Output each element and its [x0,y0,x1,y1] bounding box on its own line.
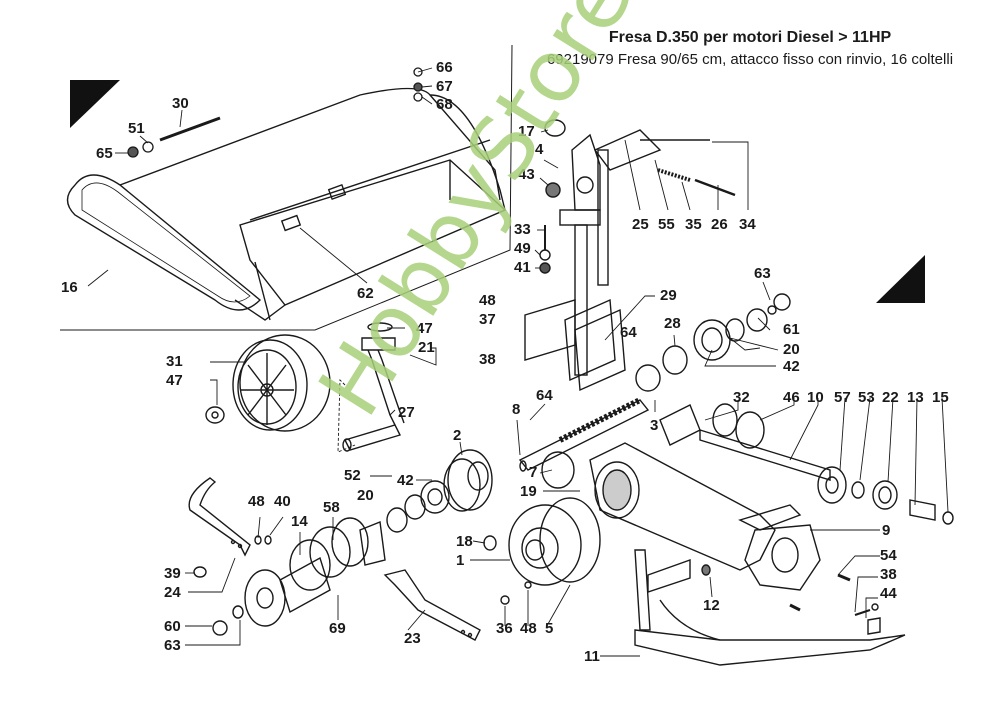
section-divider [60,44,513,331]
callout-9: 9 [882,522,891,539]
callout-29: 29 [660,287,677,304]
callout-23: 23 [404,630,421,647]
callout-20-lower: 20 [357,487,374,504]
callout-14: 14 [291,513,308,530]
depth-skid [634,549,906,666]
callout-69: 69 [329,620,346,637]
diagram-title: Fresa D.350 per motori Diesel > 11HP [608,29,892,46]
callout-43: 43 [518,166,535,183]
callout-30: 30 [172,95,189,112]
callout-64-lower: 64 [536,387,553,404]
height-adjust-lever [539,119,736,376]
callout-63-lower: 63 [164,637,181,654]
callout-58: 58 [323,499,340,516]
callout-48-upper: 48 [479,292,496,309]
callout-32: 32 [733,389,750,406]
diagram-title-block: Fresa D.350 per motori Diesel > 11HP 692… [510,28,990,70]
callout-12: 12 [703,597,720,614]
rotor-hub [212,517,386,636]
callout-44: 44 [880,585,897,602]
callout-67: 67 [436,78,453,95]
callout-19: 19 [520,483,537,500]
callout-18: 18 [456,533,473,550]
callout-38-lower: 38 [880,566,897,583]
callout-31: 31 [166,353,183,370]
callout-66: 66 [436,59,453,76]
callout-17: 17 [518,123,535,140]
callout-8: 8 [512,401,521,418]
callout-3: 3 [650,417,659,434]
callout-33: 33 [514,221,531,238]
callout-28: 28 [664,315,681,332]
callout-64-upper: 64 [620,324,637,341]
callout-36: 36 [496,620,513,637]
gearbox-housing [541,442,821,591]
callout-53: 53 [858,389,875,406]
tine-blade-23 [383,569,532,641]
callout-39: 39 [164,565,181,582]
callout-47-upper: 47 [416,320,433,337]
crown-gear [386,449,493,533]
callout-55: 55 [658,216,675,233]
callout-4: 4 [535,141,544,158]
callout-26: 26 [711,216,728,233]
callout-25: 25 [632,216,649,233]
callout-42-lower: 42 [397,472,414,489]
callout-41: 41 [514,259,531,276]
wheel-arm [342,322,405,452]
cover-plate [524,298,626,392]
callout-21: 21 [418,339,435,356]
callout-11: 11 [584,648,600,665]
wheel [205,334,331,432]
callout-48-lower: 48 [520,620,537,637]
bevel-pinion-shaft [659,403,954,525]
callout-10: 10 [807,389,824,406]
diagram-subtitle: 69219079 Fresa 90/65 cm, attacco fisso c… [546,51,954,68]
callout-2: 2 [453,427,462,444]
callout-37: 37 [479,311,496,328]
callout-34: 34 [739,216,756,233]
callout-15: 15 [932,389,949,406]
upper-bearing-set [635,293,791,392]
orientation-triangle-right [876,255,925,303]
callout-27: 27 [398,404,415,421]
hood-cover [66,87,507,321]
callout-47-wheel: 47 [166,372,183,389]
callout-65: 65 [96,145,113,162]
callout-62: 62 [357,285,374,302]
callout-57: 57 [834,389,851,406]
callout-52: 52 [344,467,361,484]
callout-46: 46 [783,389,800,406]
callout-1: 1 [456,552,465,569]
callout-5: 5 [545,620,554,637]
differential-flange [483,497,601,586]
callout-35: 35 [685,216,702,233]
callout-60: 60 [164,618,181,635]
callout-40: 40 [274,493,291,510]
callout-63-upper: 63 [754,265,771,282]
callout-38-upper: 38 [479,351,496,368]
callout-49: 49 [514,240,531,257]
callout-13: 13 [907,389,924,406]
callout-16: 16 [61,279,78,296]
callout-51: 51 [128,120,145,137]
callout-54: 54 [880,547,897,564]
callout-22: 22 [882,389,899,406]
callout-42-upper: 42 [783,358,800,375]
callout-7: 7 [529,464,538,481]
callout-48-left: 48 [248,493,265,510]
callout-61: 61 [783,321,800,338]
callout-leader-lines [87,67,949,657]
callout-24: 24 [164,584,181,601]
callout-20-upper: 20 [783,341,800,358]
callout-68: 68 [436,96,453,113]
input-shaft [518,397,650,472]
orientation-triangle-left [70,80,120,128]
